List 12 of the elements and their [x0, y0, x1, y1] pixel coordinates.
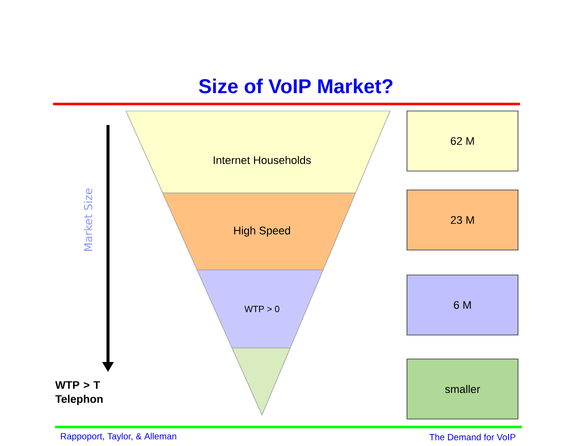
value-box: 62 M — [406, 110, 518, 172]
note-text: WTP > T Telephon — [55, 381, 103, 406]
funnel-layer: WTP > 0 — [196, 270, 324, 348]
footer-text: The Demand for VoIP — [429, 434, 516, 440]
axis-label: Market Size — [84, 188, 92, 251]
footer-text: Rappoport, Taylor, & Alleman — [60, 432, 176, 442]
slide-title: Size of VoIP Market? — [198, 78, 392, 94]
value-box: smaller — [406, 358, 518, 420]
value-box: 6 M — [406, 274, 518, 336]
funnel-layer: High Speed — [162, 192, 356, 270]
value-box: 23 M — [406, 190, 518, 250]
funnel-layer: Internet Households — [126, 110, 390, 194]
